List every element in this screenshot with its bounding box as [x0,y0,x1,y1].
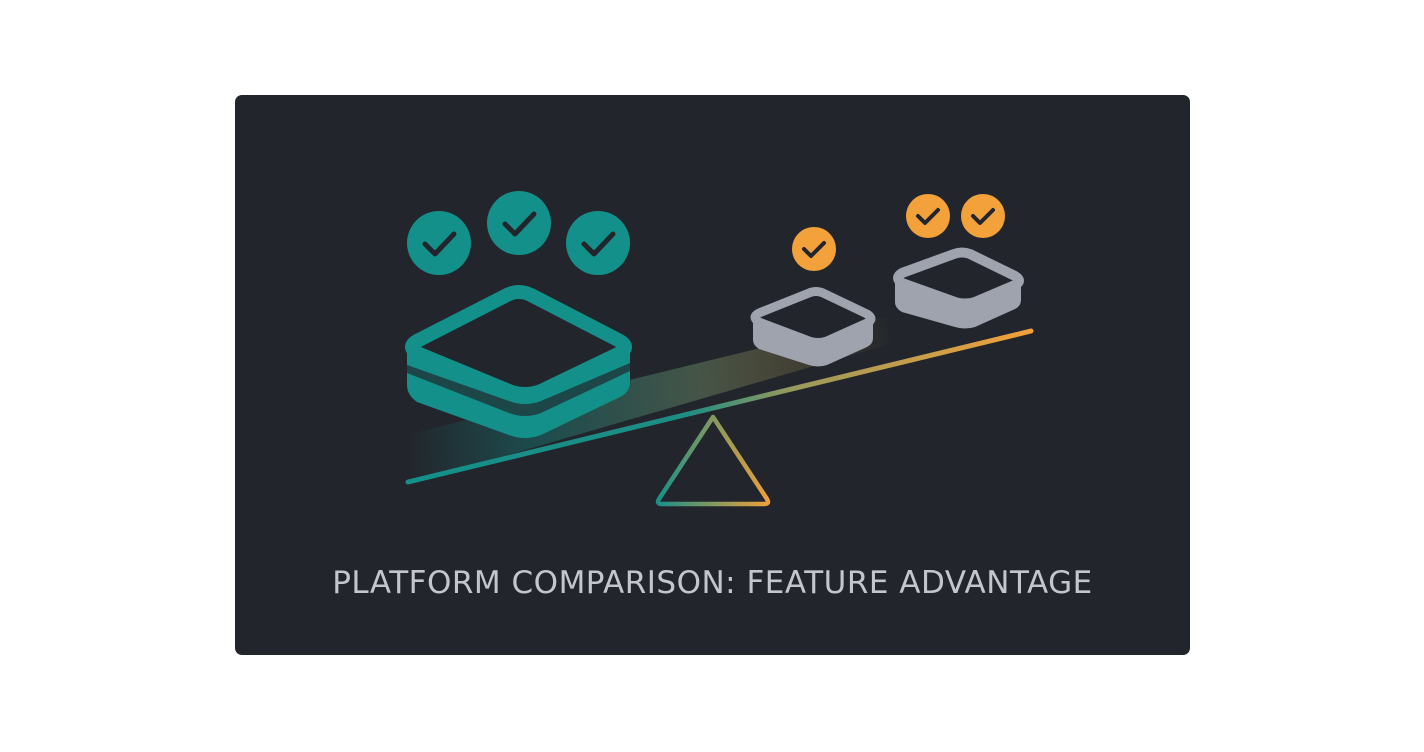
check-circle-icon [961,194,1005,238]
seesaw-illustration [405,191,1034,507]
diagram-caption: PLATFORM COMPARISON: FEATURE ADVANTAGE [332,565,1093,601]
diagram-card: PLATFORM COMPARISON: FEATURE ADVANTAGE [235,95,1190,655]
check-circle-icon [487,191,551,255]
left-platform-box-icon [405,285,632,438]
right-platform-1-box-icon [750,287,876,367]
check-circle-icon [792,227,836,271]
seesaw-beam [405,328,1034,485]
check-circle-icon [566,211,630,275]
check-circle-icon [906,194,950,238]
check-circle-icon [407,211,471,275]
right-platform-2-box-icon [893,247,1024,329]
fulcrum-triangle-icon [655,414,771,507]
